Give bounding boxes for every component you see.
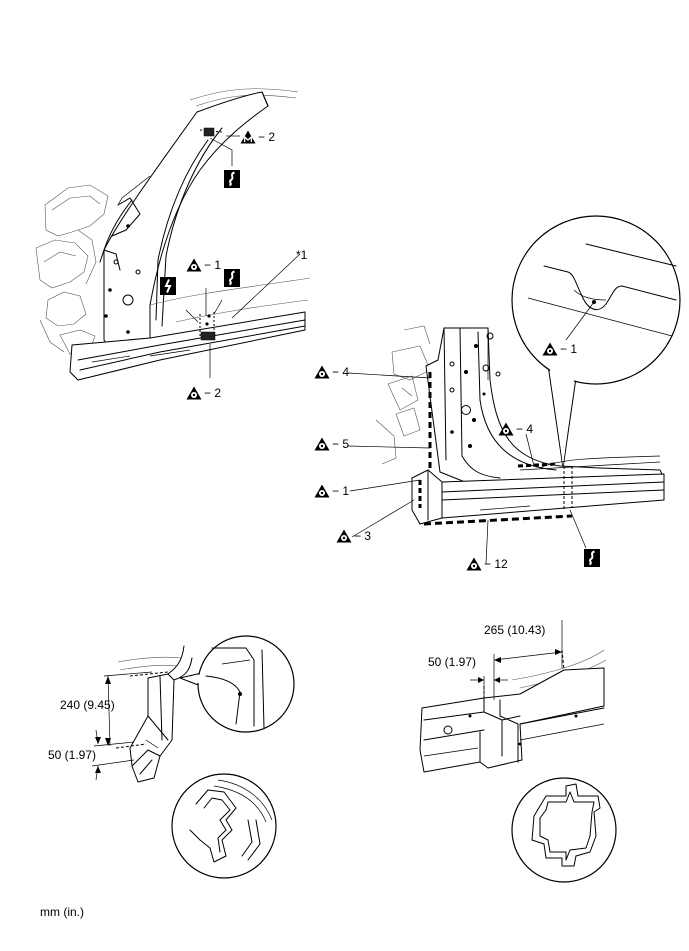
- cut-symbol-icon: [224, 170, 240, 188]
- spot-weld-icon: [314, 365, 330, 379]
- top-right-view: − 1: [314, 215, 681, 571]
- pillar-holes: [104, 224, 141, 334]
- weld-mark-rocker-left: [200, 314, 216, 341]
- engine-bay-outline: [35, 184, 109, 355]
- spot-weld-icon: [336, 529, 352, 543]
- cross-section-right: [511, 777, 617, 883]
- callout-suffix: − 5: [332, 437, 349, 451]
- cut-symbol-icon: [584, 549, 600, 567]
- spot-weld-icon: [186, 386, 202, 400]
- spot-weld-icon: [466, 557, 482, 571]
- spot-weld-icon: [314, 484, 330, 498]
- callout-suffix: − 1: [332, 484, 349, 498]
- detail-magnifier: [511, 215, 681, 469]
- saw-symbol-icon: [160, 277, 176, 295]
- cut-symbol-icon: [224, 269, 240, 287]
- bottom-left-view: 240 (9.45) 50 (1.97): [48, 635, 295, 879]
- pillar-cut-section: [129, 673, 175, 783]
- units-label: mm (in.): [40, 905, 84, 919]
- rocker-cut-section: [419, 667, 605, 773]
- dimension-label: 240 (9.45): [60, 698, 115, 712]
- pillar-holes-right: [449, 332, 501, 448]
- bottom-right-view: 265 (10.43) 50 (1.97): [419, 620, 617, 883]
- top-left-view: − 2 − 1 *1 − 2: [35, 88, 311, 400]
- callout-suffix: − 3: [354, 529, 371, 543]
- mig-weld-icon: [240, 130, 256, 144]
- detail-magnifier-left: [179, 635, 295, 733]
- weld-marks-right: [418, 372, 573, 526]
- callout-suffix: − 2: [204, 386, 221, 400]
- a-pillar: [103, 91, 269, 351]
- cross-section-left: [171, 773, 277, 879]
- callout-suffix: − 1: [204, 258, 221, 272]
- dimension-label: 50 (1.97): [428, 655, 476, 669]
- callout-suffix: − 2: [258, 130, 275, 144]
- spot-weld-icon: [314, 437, 330, 451]
- callout-suffix: − 1: [560, 342, 577, 356]
- dimension-label: 265 (10.43): [484, 623, 545, 637]
- rocker-sill-right: [411, 469, 665, 525]
- callout-suffix: − 4: [332, 365, 349, 379]
- dimension-label: 50 (1.97): [48, 748, 96, 762]
- note-label: *1: [296, 248, 308, 262]
- callout-suffix: − 12: [484, 557, 508, 571]
- weld-mark-top-left-upper: [203, 127, 215, 137]
- spot-weld-icon: [186, 258, 202, 272]
- callout-suffix: − 4: [516, 422, 533, 436]
